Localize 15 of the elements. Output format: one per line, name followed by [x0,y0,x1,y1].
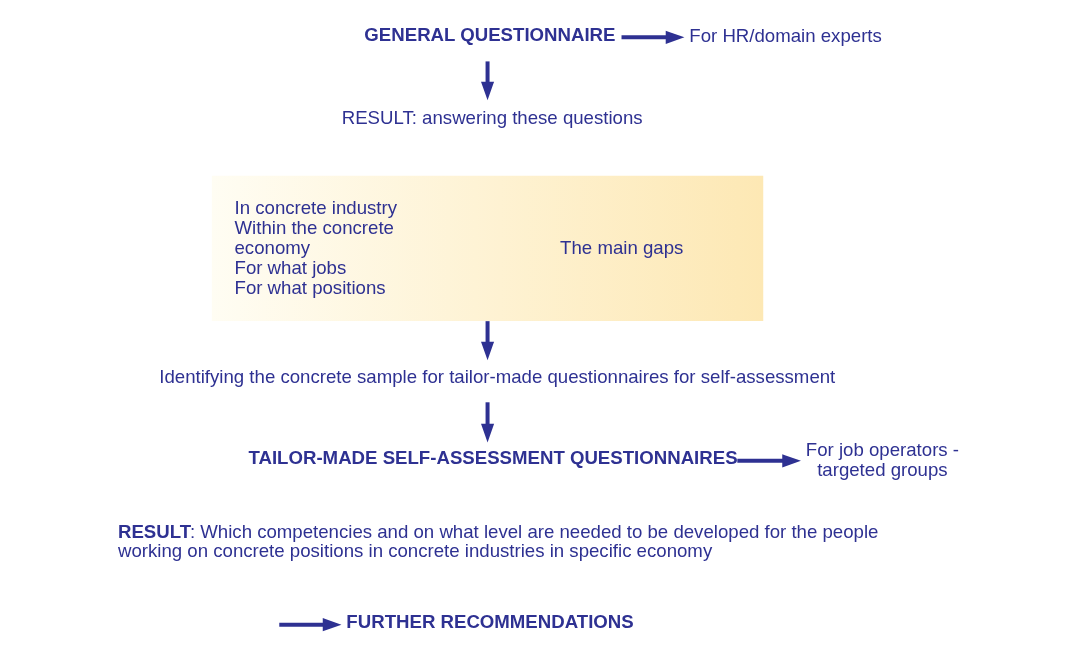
node-text: TAILOR-MADE SELF-ASSESSMENT QUESTIONNAIRES [248,447,738,469]
node-text: For HR/domain experts [689,25,882,47]
arrow [279,618,342,632]
arrow [481,321,495,361]
node-text: RESULT: Which competencies and on what level are needed to be developed for the people working on concrete positions in concrete industries in specific economy [117,521,879,562]
node-box: In concrete industry Within the concrete economy For what jobs For what positions The main gaps [211,175,764,321]
node-text: FURTHER RECOMMENDATIONS [346,611,634,633]
node-text: Identifying the concrete sample for tailor-made questionnaires for self-assessment [159,366,836,388]
arrow [481,402,495,443]
arrow [481,61,495,101]
node-text: For job operators - targeted groups [805,438,960,480]
node-text: GENERAL QUESTIONNAIRE [364,23,616,45]
node-text: RESULT: answering these questions [341,106,643,128]
arrow [621,30,685,44]
arrow [737,454,801,468]
